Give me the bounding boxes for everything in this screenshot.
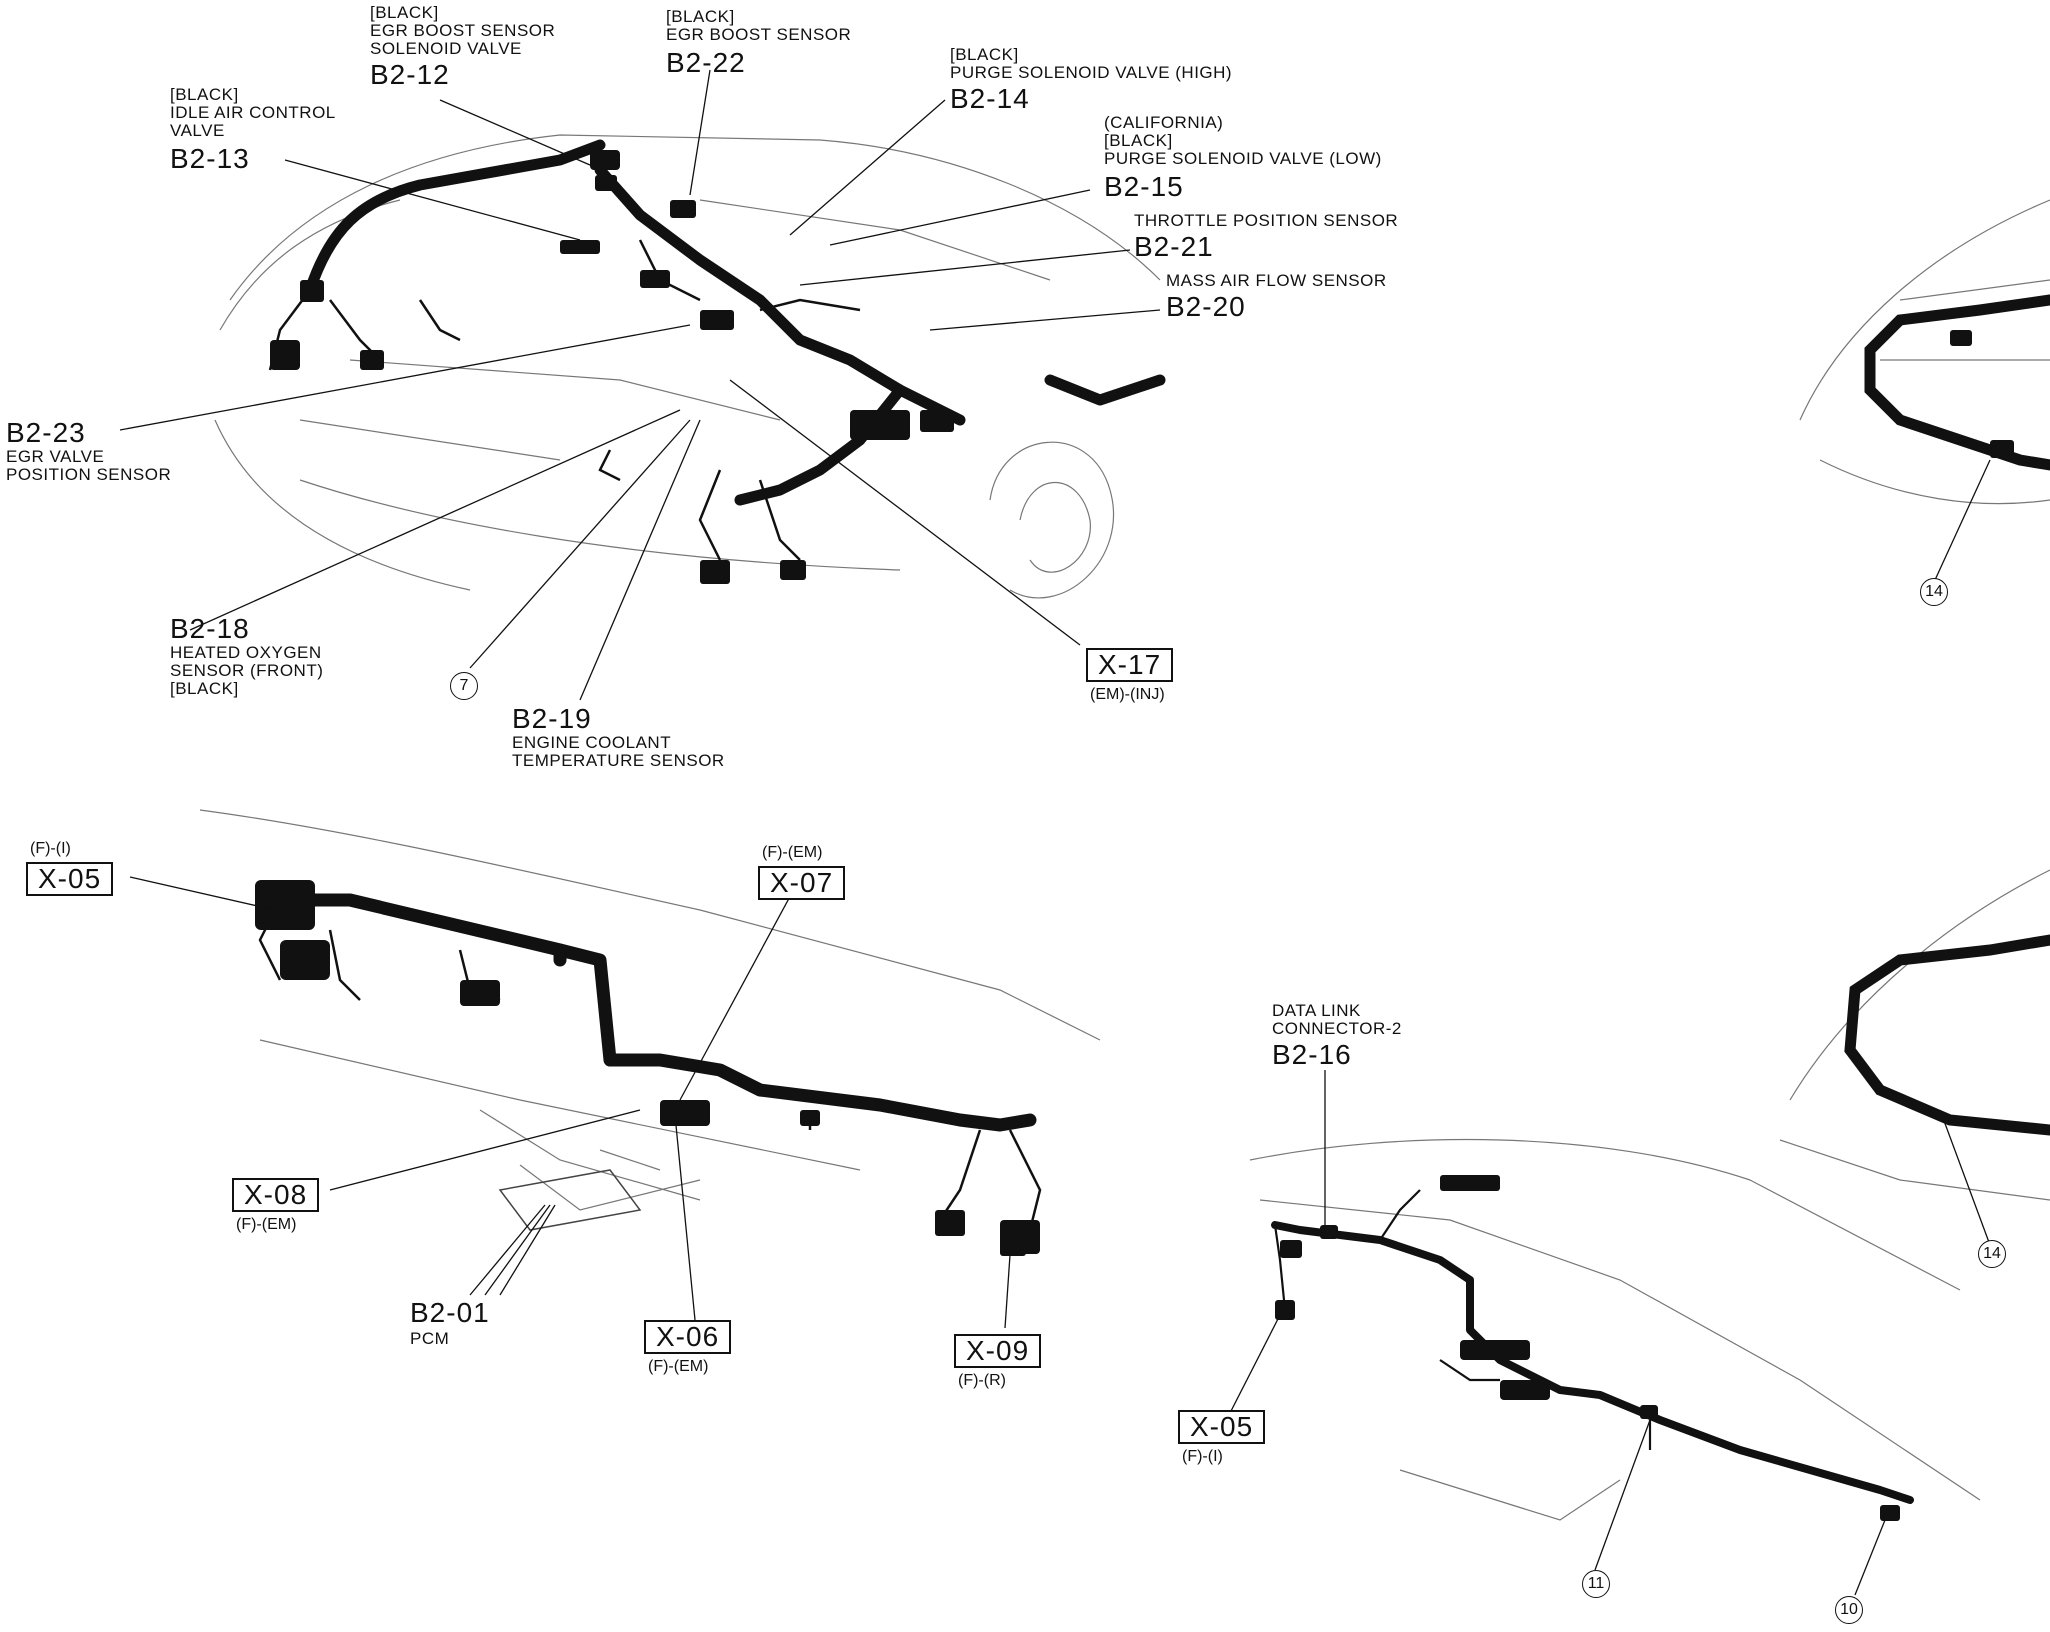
x-05-code-left: X-05: [26, 862, 114, 896]
b2-15-color: [BLACK]: [1104, 131, 1173, 150]
x-09-sub: (F)-(R): [958, 1372, 1006, 1389]
b2-19-name-line2: TEMPERATURE SENSOR: [512, 751, 725, 770]
b2-15-name: PURGE SOLENOID VALVE (LOW): [1104, 149, 1382, 168]
b2-20-name: MASS AIR FLOW SENSOR: [1166, 271, 1387, 290]
vehicle-outline-bottom-right: [1779, 869, 2050, 1201]
b2-01-name: PCM: [410, 1329, 450, 1348]
x-06-code: X-06: [644, 1320, 732, 1354]
b2-19-code: B2-19: [512, 703, 592, 734]
b2-14-name: PURGE SOLENOID VALVE (HIGH): [950, 63, 1233, 82]
vehicle-outline-bottom-center: [1249, 1138, 1981, 1521]
b2-21-code: B2-21: [1134, 231, 1214, 262]
vehicle-outline-top-right: [1799, 199, 2050, 505]
b2-14-code: B2-14: [950, 83, 1030, 114]
b2-16-name-line1: DATA LINK: [1272, 1001, 1361, 1020]
x-07-code: X-07: [758, 866, 846, 900]
pcm-module: [498, 1169, 642, 1231]
b2-15-code: B2-15: [1104, 171, 1184, 202]
b2-23-name-line2: POSITION SENSOR: [6, 465, 172, 484]
b2-13-name-line1: IDLE AIR CONTROL: [170, 103, 336, 122]
b2-12-name-line1: EGR BOOST SENSOR: [370, 21, 556, 40]
connectors-bottom-left: [255, 880, 1040, 1256]
b2-22-color: [BLACK]: [666, 7, 735, 26]
b2-13-code: B2-13: [170, 143, 250, 174]
x-17-code: X-17: [1086, 648, 1174, 682]
b2-22-code: B2-22: [666, 47, 746, 78]
callout-14-top: 14: [1920, 578, 1948, 606]
x-05-code-center: X-05: [1178, 1410, 1266, 1444]
callout-7: 7: [450, 672, 478, 700]
b2-20-code: B2-20: [1166, 291, 1246, 322]
callout-10: 10: [1835, 1596, 1863, 1624]
leader-line-14-top: [1934, 459, 1991, 581]
x-05-sub-center: (F)-(I): [1182, 1448, 1223, 1465]
dash-harness-branches: [1273, 1189, 1652, 1450]
x-09-code: X-09: [954, 1334, 1042, 1368]
dash-harness-bottom-center: [1271, 1221, 1914, 1504]
b2-16-code: B2-16: [1272, 1039, 1352, 1070]
leader-line-14-bottom: [1939, 1109, 1991, 1246]
connectors-top-right: [1950, 330, 2014, 458]
b2-23-code: B2-23: [6, 417, 86, 448]
engine-harness-top-left: [304, 139, 1166, 506]
callout-11: 11: [1582, 1570, 1610, 1598]
b2-18-name-line2: SENSOR (FRONT): [170, 661, 324, 680]
harness-bottom-right: [1844, 934, 2050, 1136]
engine-harness-branches: [268, 239, 861, 561]
b2-01-code: B2-01: [410, 1297, 490, 1328]
b2-18-name-line1: HEATED OXYGEN: [170, 643, 322, 662]
b2-23-name-line1: EGR VALVE: [6, 447, 105, 466]
connectors-top-left: [270, 150, 954, 584]
b2-18-code: B2-18: [170, 613, 250, 644]
b2-21-name: THROTTLE POSITION SENSOR: [1134, 211, 1399, 230]
b2-13-color: [BLACK]: [170, 85, 239, 104]
x-07-sub: (F)-(EM): [762, 844, 823, 861]
x-05-sub-left: (F)-(I): [30, 840, 71, 857]
b2-16-name-line2: CONNECTOR-2: [1272, 1019, 1402, 1038]
b2-12-color: [BLACK]: [370, 3, 439, 22]
leader-lines-bottom-left: [129, 876, 1011, 1329]
b2-18-color: [BLACK]: [170, 679, 239, 698]
b2-22-name: EGR BOOST SENSOR: [666, 25, 852, 44]
x-17-sub: (EM)-(INJ): [1090, 686, 1165, 703]
b2-12-name-line2: SOLENOID VALVE: [370, 39, 522, 58]
instrument-harness-bottom-left: [273, 893, 1037, 1132]
leader-lines-bottom-center: [1229, 1070, 1886, 1596]
b2-15-region: (CALIFORNIA): [1104, 113, 1224, 132]
x-08-code: X-08: [232, 1178, 320, 1212]
harness-top-right: [1864, 294, 2050, 471]
b2-13-name-line2: VALVE: [170, 121, 225, 140]
b2-19-name-line1: ENGINE COOLANT: [512, 733, 672, 752]
b2-14-color: [BLACK]: [950, 45, 1019, 64]
vehicle-outline-bottom-left: [199, 809, 1101, 1211]
x-06-sub: (F)-(EM): [648, 1358, 709, 1375]
x-08-sub: (F)-(EM): [236, 1216, 297, 1233]
callout-14-bottom: 14: [1978, 1240, 2006, 1268]
leader-lines-top-left: [119, 69, 1161, 701]
b2-12-code: B2-12: [370, 59, 450, 90]
